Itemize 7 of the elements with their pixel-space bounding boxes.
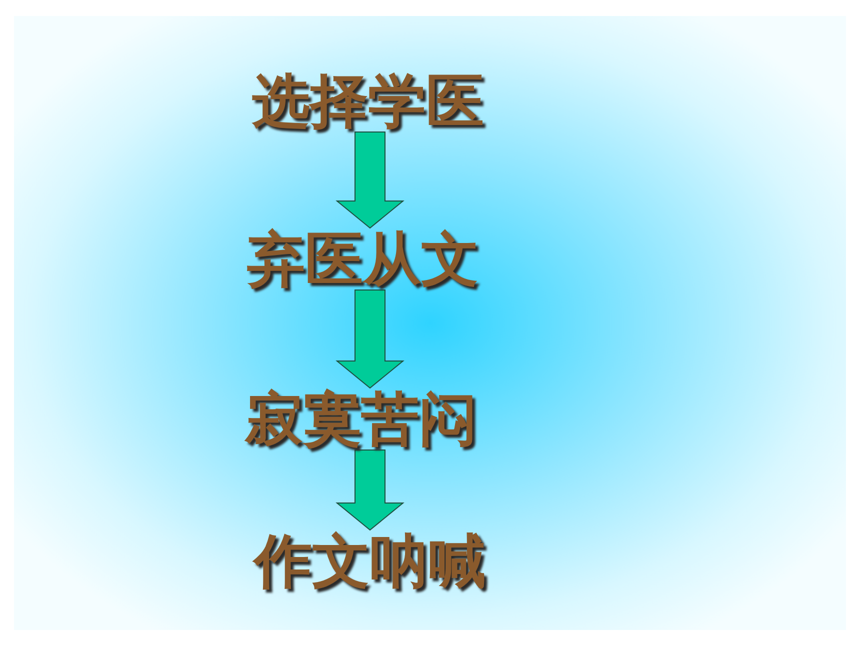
- step-text: 作文呐喊: [240, 530, 500, 592]
- block-arrow: [336, 132, 404, 229]
- step-text: 选择学医: [238, 70, 498, 132]
- block-arrow: [336, 450, 404, 531]
- block-arrow: [336, 290, 404, 389]
- step-text: 寂寞苦闷: [231, 388, 491, 450]
- step-text: 弃医从文: [233, 228, 493, 290]
